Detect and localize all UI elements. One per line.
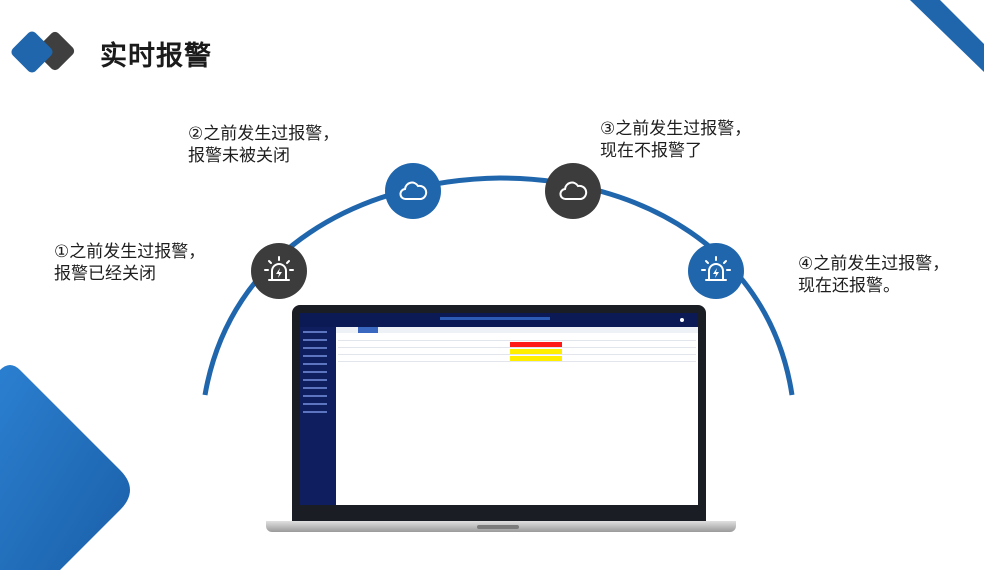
- laptop-screen: [300, 313, 698, 505]
- note-1: ①之前发生过报警， 报警已经关闭: [54, 241, 205, 285]
- note-2-line1: ②之前发生过报警，: [188, 124, 340, 144]
- screen-table: [338, 335, 696, 362]
- screen-header-bar: [300, 313, 698, 327]
- logo-icon: [11, 31, 75, 73]
- note-1-line1: ①之前发生过报警，: [54, 242, 206, 262]
- note-4-line2: 现在还报警。: [798, 276, 900, 296]
- note-4-line1: ④之前发生过报警，: [798, 254, 950, 274]
- note-3-line1: ③之前发生过报警，: [600, 119, 752, 139]
- note-2: ②之前发生过报警， 报警未被关闭: [188, 123, 339, 167]
- note-3: ③之前发生过报警， 现在不报警了: [600, 118, 751, 162]
- note-2-line2: 报警未被关闭: [188, 146, 290, 166]
- note-4: ④之前发生过报警， 现在还报警。: [798, 253, 949, 297]
- cloud-icon-2: [385, 163, 441, 219]
- note-3-line2: 现在不报警了: [600, 141, 702, 161]
- corner-decoration-bottom-left: [0, 365, 130, 570]
- cloud-icon-3: [545, 163, 601, 219]
- alarm-icon-4: [688, 243, 744, 299]
- page-title: 实时报警: [100, 41, 212, 72]
- screen-tabs: [336, 327, 698, 333]
- alarm-light-icon: [264, 256, 294, 281]
- note-1-line2: 报警已经关闭: [54, 264, 156, 284]
- alarm-light-icon: [701, 256, 731, 281]
- cloud-icon: [399, 181, 428, 200]
- laptop-notch: [477, 525, 519, 529]
- screen-sidebar: [300, 327, 336, 505]
- cloud-icon: [559, 181, 588, 200]
- corner-decoration-top-right: [910, 0, 984, 72]
- alarm-icon-1: [251, 243, 307, 299]
